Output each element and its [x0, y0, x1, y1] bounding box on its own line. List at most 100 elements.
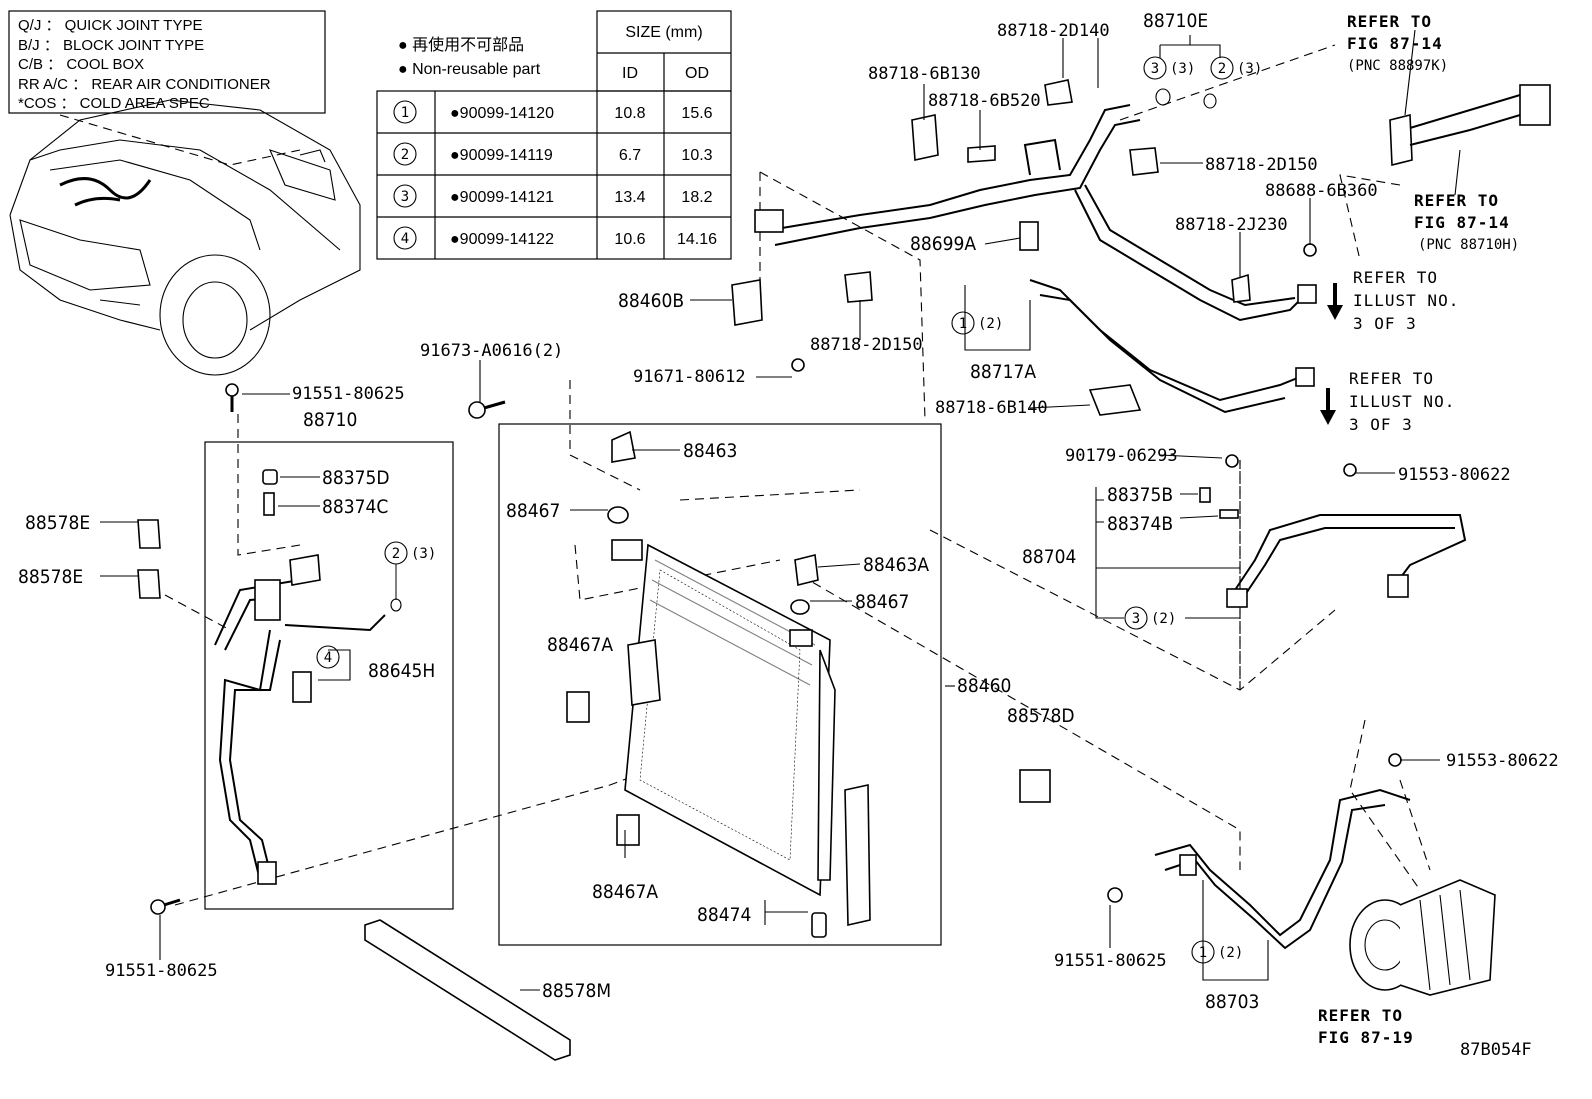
od-value: 14.16 [677, 231, 717, 248]
label-88374b: 88374B [1107, 513, 1173, 535]
condenser-assembly-box [498, 423, 942, 946]
part-labels: 88710E 88718-2D140 88718-6B130 88718-6B5… [18, 10, 1559, 1060]
part-number: ●90099-14121 [450, 189, 554, 206]
label-88718-2d150: 88718-2D150 [1205, 155, 1318, 175]
cap-90179-icon [1225, 454, 1239, 468]
direction-arrows [1320, 283, 1343, 425]
refer-line: (PNC 88710H) [1418, 237, 1519, 253]
label-88463a: 88463A [863, 554, 929, 576]
refer-to-notes: REFER TO FIG 87-14 (PNC 88897K) REFER TO… [1318, 12, 1519, 1047]
refer-line: (PNC 88897K) [1347, 58, 1448, 74]
figure-code: 87B054F [1460, 1040, 1532, 1060]
label-88718-6b140: 88718-6B140 [935, 398, 1048, 418]
label-88718-2j230: 88718-2J230 [1175, 215, 1288, 235]
seal-88578m [364, 919, 571, 1061]
bolt-91551-icon [150, 899, 166, 915]
label-91553: 91553-80622 [1446, 751, 1559, 771]
pipe-88710e [754, 79, 1217, 246]
legend-row-qj: Q/J ： QUICK JOINT TYPE [18, 17, 202, 34]
id-value: 6.7 [619, 147, 641, 164]
refer-line: REFER TO [1349, 369, 1434, 388]
oring-qty: (3) [411, 546, 436, 562]
pipe-88710 [214, 554, 386, 885]
label-91673: 91673-A0616(2) [420, 341, 563, 361]
label-88578e: 88578E [25, 512, 90, 534]
label-88699a: 88699A [910, 233, 976, 255]
circle-ref: 3 [1151, 61, 1159, 77]
label-88718-6b130: 88718-6B130 [868, 64, 981, 84]
bracket-88460b [731, 271, 873, 372]
legend-row-cos: *COS ： COLD AREA SPEC [18, 95, 210, 112]
pressure-switch-88699a-icon [1019, 221, 1039, 251]
oring-qty: (2) [1151, 611, 1176, 627]
label-91671: 91671-80612 [633, 367, 746, 387]
label-88375b: 88375B [1107, 484, 1173, 506]
cushion-88467a-icon [616, 814, 640, 846]
oring-callouts: 3 (3) 2 (3) 1 (2) 2 (3) 4 3 (2) 1 (2) [316, 56, 1262, 964]
pipe-88717a [1019, 184, 1317, 416]
cushion-88467a-icon [566, 691, 590, 723]
part-number: ●90099-14122 [450, 231, 554, 248]
refer-line: ILLUST NO. [1349, 392, 1455, 411]
pipe-88703 [1107, 788, 1411, 950]
table-row: 3 ●90099-14121 13.4 18.2 [393, 184, 713, 208]
refer-line: FIG 87-19 [1318, 1028, 1414, 1047]
label-88460b: 88460B [618, 290, 684, 312]
label-88467: 88467 [855, 591, 909, 613]
refer-line: 3 OF 3 [1353, 314, 1417, 333]
non-reusable-note-en: ● Non-reusable part [398, 61, 541, 78]
circle-ref: 1 [959, 316, 967, 332]
seal-88578d-icon [1019, 769, 1051, 803]
non-reusable-note-jp: ● 再使用不可部品 [398, 36, 524, 54]
bolt-91551-icon [1107, 887, 1123, 903]
condenser-core [611, 539, 836, 897]
col-od-header: OD [685, 65, 709, 82]
od-value: 18.2 [681, 189, 712, 206]
valve-core-88374c-icon [263, 492, 275, 516]
bolt-91551-icon [225, 383, 239, 397]
rear-ac-fitting [1389, 84, 1551, 167]
pipe-88704 [1199, 454, 1467, 767]
ref-circle-3: 3 [401, 189, 409, 205]
label-88578m: 88578M [542, 980, 611, 1002]
label-91551: 91551-80625 [292, 384, 405, 404]
compressor-icon [1349, 879, 1496, 996]
cushion-88467-icon [607, 506, 629, 524]
ref-circle-1: 1 [401, 105, 409, 121]
refer-line: FIG 87-14 [1414, 213, 1510, 232]
refer-line: 3 OF 3 [1349, 415, 1413, 434]
clamp-88718-2j230-icon [1231, 273, 1251, 303]
label-88704: 88704 [1022, 546, 1076, 568]
clamp-88718-6b140-icon [1088, 384, 1142, 416]
refer-line: REFER TO [1318, 1006, 1403, 1025]
pipe-assembly-88710-box [204, 441, 454, 910]
oring-qty: (3) [1237, 61, 1262, 77]
label-88467a: 88467A [592, 881, 658, 903]
bolt-91673-icon [468, 401, 486, 419]
label-88578e: 88578E [18, 566, 83, 588]
label-91553: 91553-80622 [1398, 465, 1511, 485]
receiver-dryer [811, 784, 871, 938]
label-91551: 91551-80625 [105, 961, 218, 981]
label-91551: 91551-80625 [1054, 951, 1167, 971]
clamp-88718-2d140-icon [1044, 79, 1073, 106]
table-row: 4 ●90099-14122 10.6 14.16 [393, 226, 717, 250]
legend-row-bj: B/J ： BLOCK JOINT TYPE [18, 37, 204, 54]
circle-ref: 4 [324, 650, 332, 666]
clamp-88718-6b520-icon [967, 145, 996, 163]
small-parts-left [137, 383, 506, 915]
refer-line: REFER TO [1353, 268, 1438, 287]
label-88703: 88703 [1205, 991, 1259, 1013]
part-number: ●90099-14120 [450, 105, 554, 122]
bolt-88688-icon [1303, 243, 1317, 257]
circle-ref: 2 [1218, 61, 1226, 77]
label-88467a: 88467A [547, 634, 613, 656]
label-88718-2d150: 88718-2D150 [810, 335, 923, 355]
od-value: 10.3 [681, 147, 712, 164]
bolt-91553-icon [1388, 753, 1402, 767]
label-88718-6b520: 88718-6B520 [928, 91, 1041, 111]
circle-ref: 1 [1199, 945, 1207, 961]
refer-line: FIG 87-14 [1347, 34, 1443, 53]
pressure-switch-icon [292, 671, 312, 703]
